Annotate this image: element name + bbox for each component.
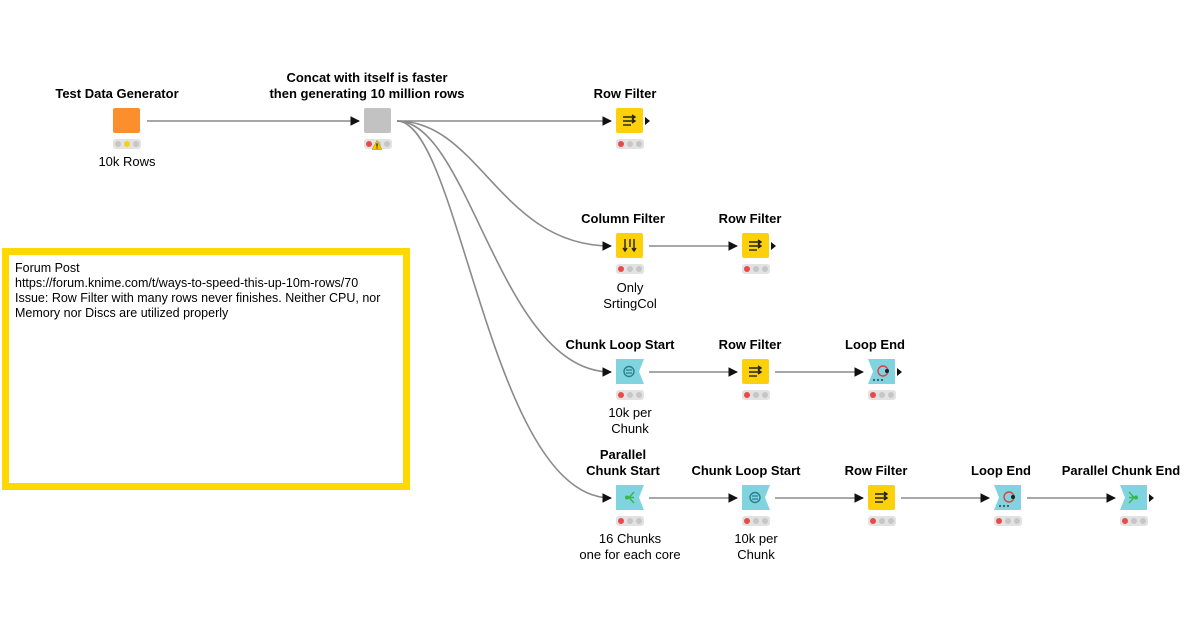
status-indicator <box>616 390 644 400</box>
node-label-column-filter: Only SrtingCol <box>603 280 657 311</box>
loop-end-icon <box>868 359 895 384</box>
output-port[interactable] <box>897 368 902 376</box>
status-indicator <box>616 264 644 274</box>
status-indicator <box>616 139 644 149</box>
node-title-parallel-chunk-end: Parallel Chunk End <box>1061 463 1181 478</box>
node-title-chunk-loop-start: Chunk Loop Start <box>691 463 801 478</box>
row-filter-icon <box>742 233 769 258</box>
row-filter-node[interactable] <box>868 485 896 511</box>
node-title-column-filter: Column Filter <box>581 211 665 226</box>
output-port[interactable] <box>1149 494 1154 502</box>
status-indicator <box>742 516 770 526</box>
node-title-chunk-loop-start: Chunk Loop Start <box>565 337 675 352</box>
loop-end-icon <box>994 485 1021 510</box>
node-title-loop-end: Loop End <box>845 337 905 352</box>
node-label-chunk-loop-start: 10k per Chunk <box>734 531 778 562</box>
status-indicator <box>616 516 644 526</box>
loop-start-icon <box>742 485 770 510</box>
chunk-loop-start-node[interactable] <box>616 359 644 385</box>
node-label-test-data-generator: 10k Rows <box>98 154 156 169</box>
node-title-row-filter: Row Filter <box>718 337 782 352</box>
parallel-end-icon <box>1120 485 1147 510</box>
node-title-row-filter: Row Filter <box>593 86 657 101</box>
edge-concat-to-column-filter[interactable] <box>396 120 612 251</box>
status-indicator <box>1120 516 1148 526</box>
status-indicator <box>868 516 896 526</box>
loop-end-node[interactable] <box>868 359 896 385</box>
row-filter-icon <box>616 108 643 133</box>
node-title-parallel-chunk-start: Parallel Chunk Start <box>586 447 660 478</box>
node-label-chunk-loop-start: 10k per Chunk <box>608 405 652 436</box>
node-title-concat: Concat with itself is faster then genera… <box>269 70 465 101</box>
row-filter-node[interactable] <box>742 359 770 385</box>
annotation-link: https://forum.knime.com/t/ways-to-speed-… <box>15 276 359 290</box>
node-label-parallel-chunk-start: 16 Chunks one for each core <box>579 531 681 562</box>
node-title-loop-end: Loop End <box>971 463 1031 478</box>
column-filter-icon <box>616 233 643 258</box>
status-indicator <box>742 264 770 274</box>
source-node-icon <box>113 108 140 133</box>
edge-concat-to-chunk-loop-start[interactable] <box>396 120 612 377</box>
warning-icon <box>372 140 382 150</box>
loop-start-icon <box>616 359 644 384</box>
loop-end-node[interactable] <box>994 485 1022 511</box>
chunk-loop-start-node[interactable] <box>742 485 770 511</box>
output-port[interactable] <box>771 242 776 250</box>
row-filter-icon <box>868 485 895 510</box>
status-indicator <box>742 390 770 400</box>
node-title-test-data-generator: Test Data Generator <box>55 86 179 101</box>
parallel-start-icon <box>616 485 644 510</box>
status-indicator <box>113 139 141 149</box>
node-title-row-filter: Row Filter <box>844 463 908 478</box>
parallel-chunk-end-node[interactable] <box>1120 485 1148 511</box>
parallel-chunk-start-node[interactable] <box>616 485 644 511</box>
output-port[interactable] <box>645 117 650 125</box>
row-filter-node[interactable] <box>742 233 770 259</box>
metanode-icon <box>364 108 391 133</box>
status-indicator <box>868 390 896 400</box>
concat-metanode[interactable] <box>364 108 392 134</box>
annotation-title: Forum Post <box>15 261 80 275</box>
node-title-row-filter: Row Filter <box>718 211 782 226</box>
column-filter-node[interactable] <box>616 233 644 259</box>
status-indicator <box>994 516 1022 526</box>
annotation-issue: Issue: Row Filter with many rows never f… <box>15 291 384 320</box>
row-filter-icon <box>742 359 769 384</box>
row-filter-node[interactable] <box>616 108 644 134</box>
workflow-annotation[interactable]: Forum Post https://forum.knime.com/t/way… <box>2 248 410 490</box>
test-data-generator-node[interactable] <box>113 108 141 134</box>
